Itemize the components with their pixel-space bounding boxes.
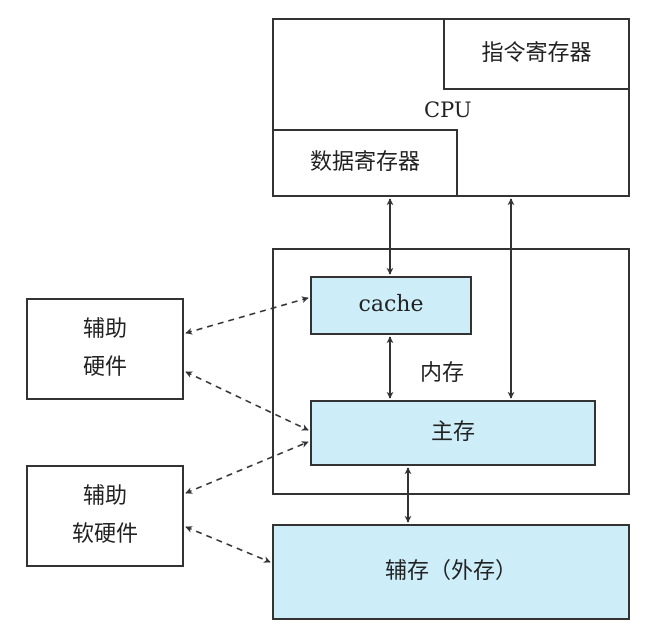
data-register-label: 数据寄存器	[309, 149, 420, 175]
aux-soft-hardware-box: 辅助 软硬件	[26, 465, 184, 567]
arrow-aux-hardware-main-memory	[185, 371, 309, 431]
auxiliary-storage-box: 辅存（外存）	[272, 524, 630, 620]
main-memory-box: 主存	[310, 400, 596, 466]
main-memory-label: 主存	[430, 419, 475, 445]
memory-label: 内存	[420, 361, 465, 386]
aux-soft-hardware-line2: 软硬件	[71, 522, 138, 547]
aux-hardware-line2: 硬件	[82, 355, 127, 380]
instruction-register-label: 指令寄存器	[481, 40, 592, 66]
aux-hardware-box: 辅助 硬件	[26, 298, 184, 400]
cache-label: cache	[358, 292, 424, 318]
cpu-label: CPU	[424, 98, 472, 122]
instruction-register-box: 指令寄存器	[443, 18, 630, 90]
aux-hardware-line1: 辅助	[82, 317, 127, 342]
auxiliary-storage-label: 辅存（外存）	[384, 558, 517, 584]
arrow-aux-soft-hardware-auxiliary-storage	[185, 526, 271, 563]
arrow-aux-soft-hardware-main-memory	[185, 441, 309, 494]
data-register-box: 数据寄存器	[272, 129, 458, 197]
arrow-aux-hardware-cache	[185, 296, 309, 335]
cache-box: cache	[310, 276, 472, 335]
aux-soft-hardware-line1: 辅助	[82, 484, 127, 509]
